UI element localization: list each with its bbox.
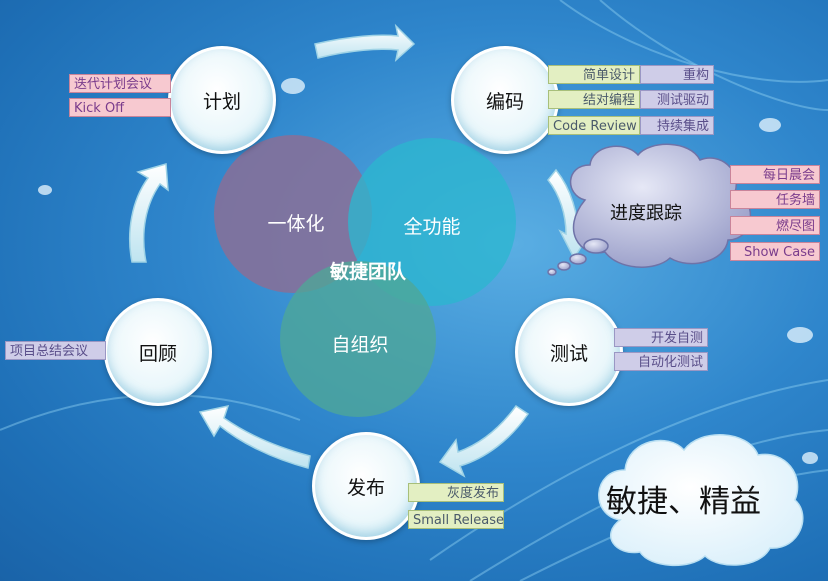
venn-right-circle xyxy=(348,138,516,306)
plan-tag: Kick Off xyxy=(69,98,171,117)
node-code: 编码 xyxy=(451,46,559,154)
review-tag: 项目总结会议 xyxy=(5,341,106,360)
venn-left-label: 一体化 xyxy=(267,212,325,235)
node-plan: 计划 xyxy=(168,46,276,154)
venn-left-circle xyxy=(214,135,372,293)
venn-center-label: 敏捷团队 xyxy=(329,260,406,283)
tracking-tag: 燃尽图 xyxy=(730,216,820,235)
code-tag: 简单设计 xyxy=(548,65,640,84)
bubbles xyxy=(38,78,818,464)
venn-bottom-label: 自组织 xyxy=(331,333,389,356)
slogan-text: 敏捷、精益 xyxy=(606,484,761,520)
tracking-tag: 任务墙 xyxy=(730,190,820,209)
venn-bottom-circle xyxy=(280,261,436,417)
release-tag: 灰度发布 xyxy=(408,483,504,502)
code-tag: Code Review xyxy=(548,116,640,135)
code-tag: 重构 xyxy=(640,65,714,84)
node-release: 发布 xyxy=(312,432,420,540)
node-test: 测试 xyxy=(515,298,623,406)
code-tag: 结对编程 xyxy=(548,90,640,109)
plan-tag: 迭代计划会议 xyxy=(69,74,171,93)
code-tag: 测试驱动 xyxy=(640,90,714,109)
test-tag: 自动化测试 xyxy=(614,352,708,371)
slogan-cloud xyxy=(598,434,804,567)
tracking-label: 进度跟踪 xyxy=(610,203,682,224)
code-tag: 持续集成 xyxy=(640,116,714,135)
tracking-tag: 每日晨会 xyxy=(730,165,820,184)
release-tag: Small Release xyxy=(408,510,504,529)
tracking-tag: Show Case xyxy=(730,242,820,261)
test-tag: 开发自测 xyxy=(614,328,708,347)
venn-right-label: 全功能 xyxy=(403,215,461,238)
node-review: 回顾 xyxy=(104,298,212,406)
